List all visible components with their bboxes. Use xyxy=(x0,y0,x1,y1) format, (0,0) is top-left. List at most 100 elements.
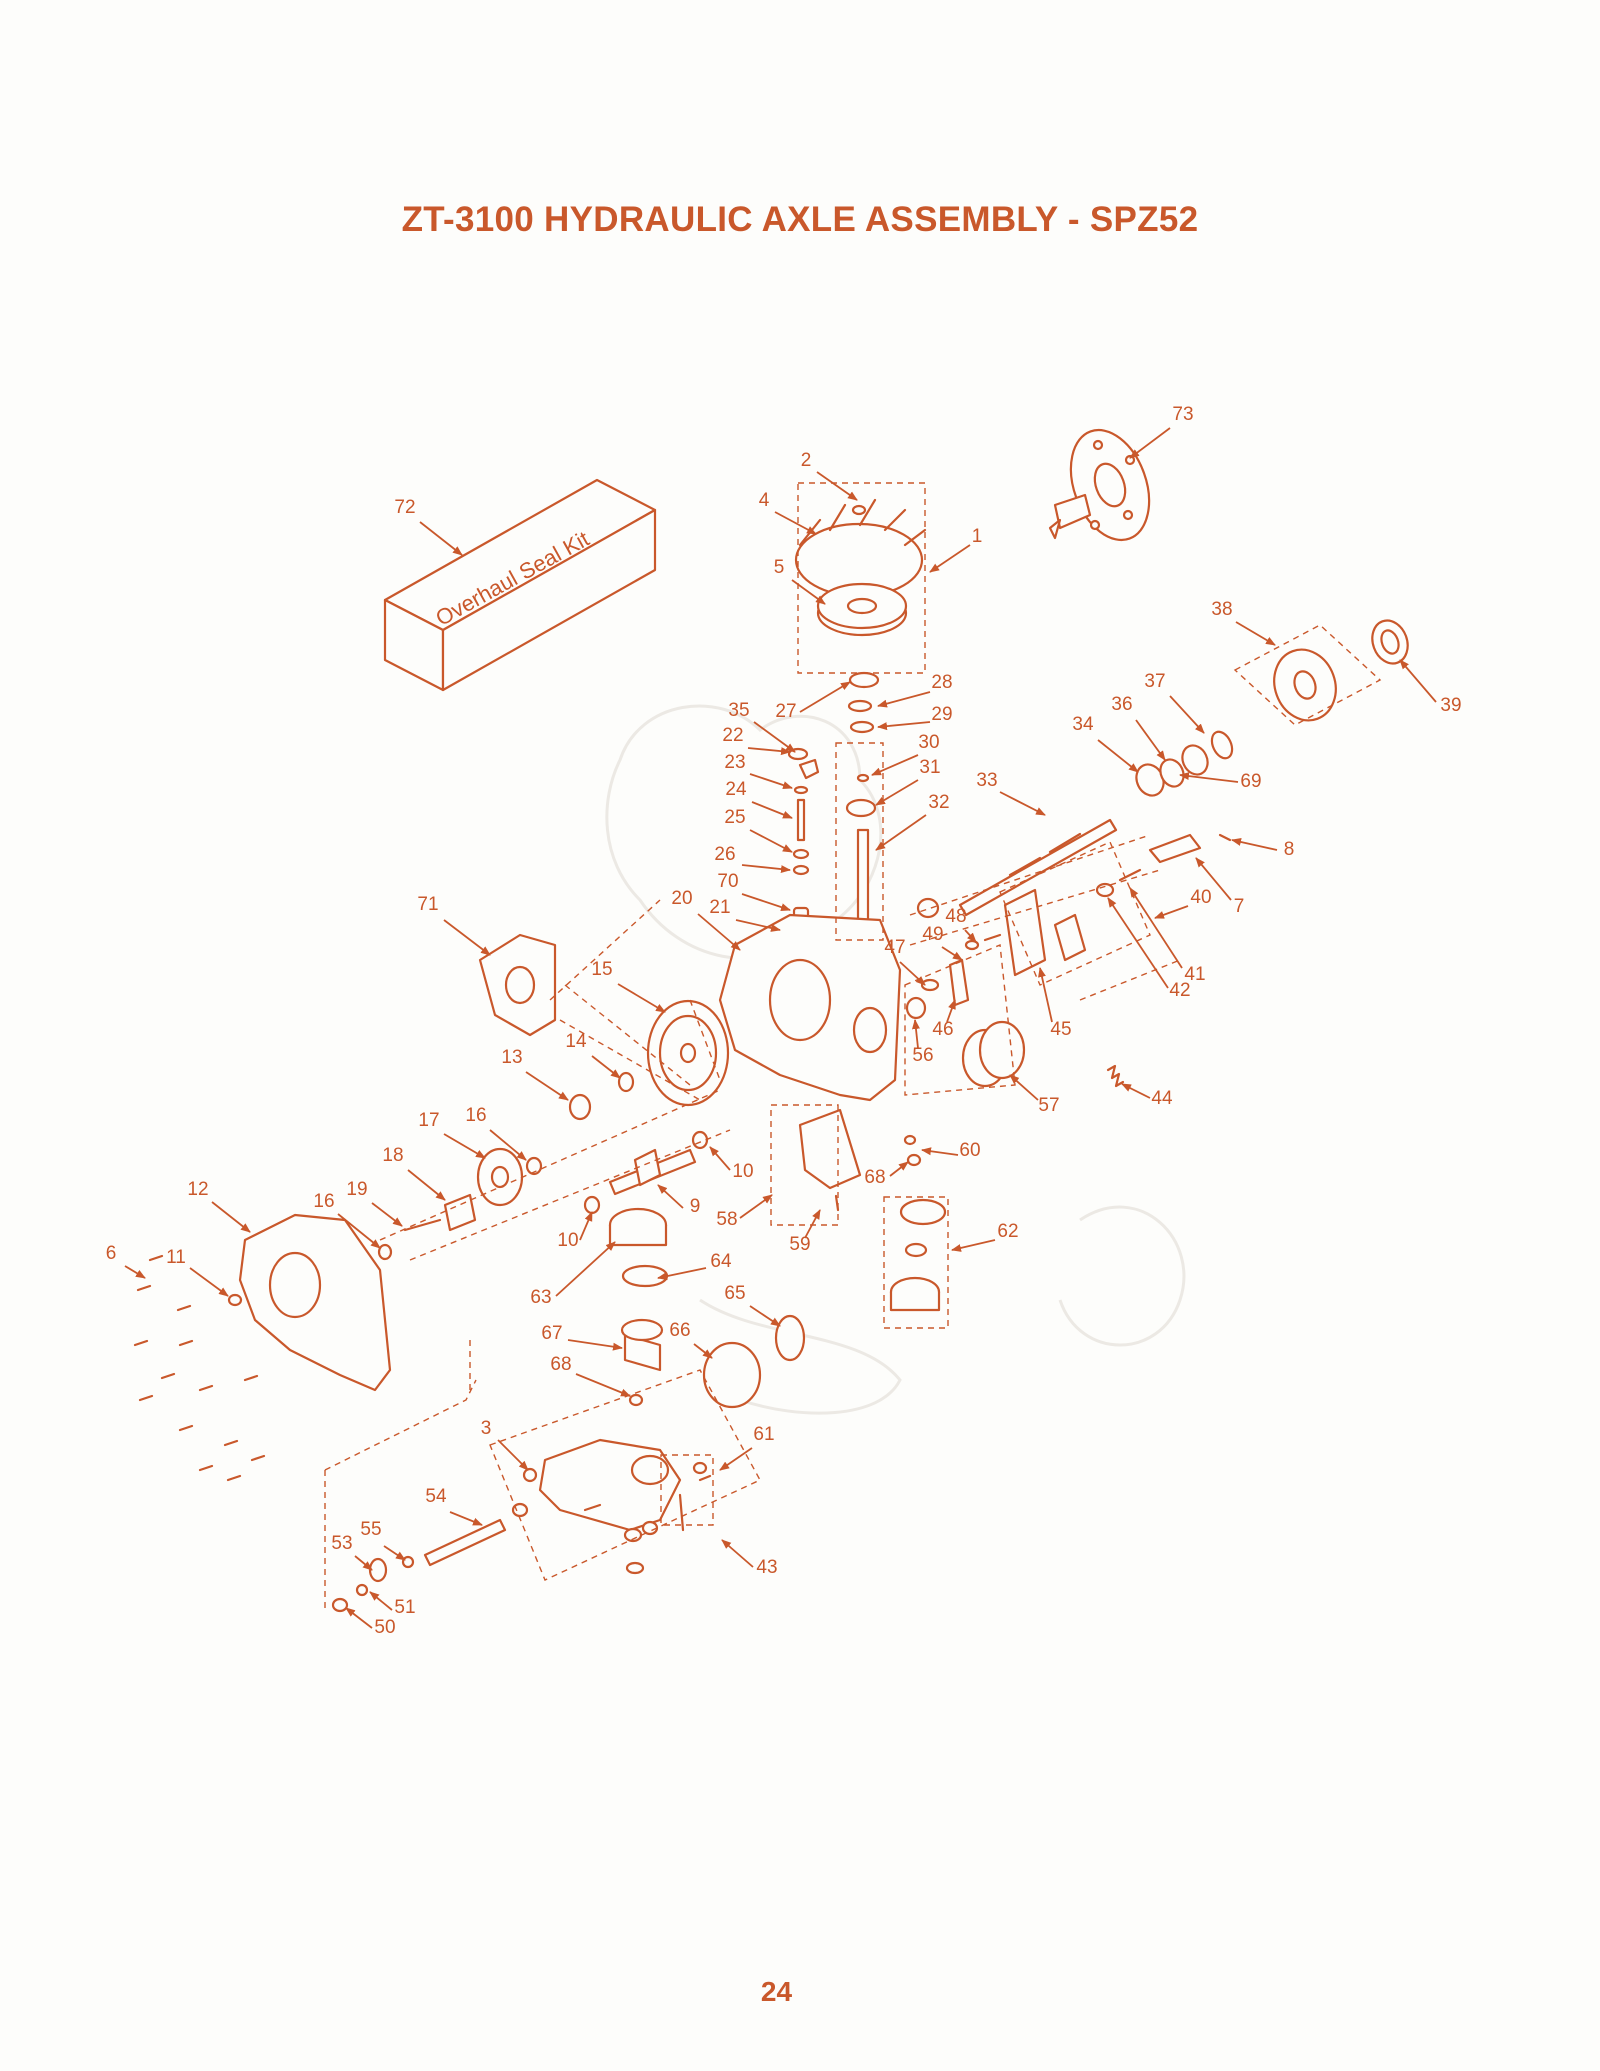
callout-number: 30 xyxy=(918,732,939,753)
callout-leader xyxy=(747,747,791,756)
callout-leader xyxy=(1129,887,1183,969)
callout-leader xyxy=(1135,719,1166,761)
callout-number: 22 xyxy=(722,725,743,746)
callout-number: 1 xyxy=(972,526,983,547)
filter xyxy=(961,1020,1026,1088)
dowel-pins xyxy=(678,1474,712,1532)
callout-number: 10 xyxy=(732,1161,753,1182)
watermark-mascot xyxy=(605,704,1186,1415)
end-cover xyxy=(238,1213,392,1392)
callout-leader xyxy=(941,946,963,961)
callout-number: 11 xyxy=(166,1247,186,1268)
callout-number: 29 xyxy=(931,704,952,725)
callout-leader xyxy=(1121,1083,1151,1099)
callout-number: 27 xyxy=(775,701,796,722)
callout-number: 68 xyxy=(864,1167,885,1188)
callout-number: 13 xyxy=(501,1047,522,1068)
callout-number: 32 xyxy=(928,792,949,813)
side-cover xyxy=(478,933,557,1037)
callout-leader xyxy=(211,1201,251,1233)
callout-number: 47 xyxy=(884,937,905,958)
callout-leader xyxy=(1154,905,1189,919)
callout-leader xyxy=(774,511,817,535)
callout-leader xyxy=(497,1439,529,1471)
bull-gear xyxy=(646,999,730,1107)
callout-number: 4 xyxy=(759,490,770,511)
callout-leader xyxy=(345,1607,373,1629)
callout-number: 58 xyxy=(716,1209,737,1230)
input-shaft xyxy=(845,773,877,932)
callout-number: 40 xyxy=(1190,887,1211,908)
callout-leader xyxy=(1195,857,1232,901)
callout-leader xyxy=(735,919,781,932)
callout-leader xyxy=(1179,772,1239,783)
callout-number: 68 xyxy=(550,1354,571,1375)
callout-number: 36 xyxy=(1111,694,1132,715)
callout-leader xyxy=(657,1267,707,1281)
callout-leader xyxy=(354,1555,373,1571)
callout-number: 61 xyxy=(753,1424,774,1445)
seal-kit-box xyxy=(383,478,657,692)
callout-leader xyxy=(407,1169,446,1201)
callout-number: 41 xyxy=(1184,964,1205,985)
callout-leader xyxy=(575,1373,631,1397)
callout-number: 12 xyxy=(187,1179,208,1200)
callout-leader xyxy=(899,961,926,986)
parts-group xyxy=(133,428,1409,1613)
callout-leader xyxy=(889,1161,909,1177)
callout-leader xyxy=(1038,967,1053,1023)
callout-number: 55 xyxy=(360,1519,381,1540)
callout-leader xyxy=(419,521,463,556)
callout-number: 26 xyxy=(714,844,735,865)
callout-number: 33 xyxy=(976,770,997,791)
callout-number: 56 xyxy=(912,1045,933,1066)
callout-leader xyxy=(964,929,977,943)
brake-bracket xyxy=(1003,888,1047,977)
brake-arm xyxy=(1148,833,1232,864)
callout-leader xyxy=(791,579,826,605)
main-housing xyxy=(718,913,902,1102)
callout-leader xyxy=(721,1539,754,1568)
callout-leader xyxy=(1231,838,1278,851)
callout-leader xyxy=(369,1591,393,1611)
callout-leader xyxy=(1169,695,1205,734)
callout-leader xyxy=(753,721,796,753)
callout-number: 34 xyxy=(1072,714,1094,735)
callout-leader xyxy=(591,1055,621,1079)
callout-number: 39 xyxy=(1440,695,1461,716)
brake-pieces xyxy=(905,933,1002,1020)
brake-linkage xyxy=(1053,868,1142,962)
callout-leader xyxy=(877,721,931,731)
callout-leader xyxy=(1097,739,1139,773)
callout-number: 46 xyxy=(932,1019,953,1040)
fill-plug xyxy=(227,1293,243,1307)
callout-number: 2 xyxy=(801,450,812,471)
callout-leader xyxy=(555,1241,616,1297)
callout-number: 7 xyxy=(1234,896,1245,917)
callout-leader xyxy=(751,801,793,819)
callout-number: 19 xyxy=(346,1179,367,1200)
filter-cage xyxy=(798,1108,862,1212)
callout-number: 16 xyxy=(313,1191,334,1212)
callout-leader xyxy=(999,791,1046,816)
callout-number: 6 xyxy=(106,1243,117,1264)
callout-number: 70 xyxy=(717,871,738,892)
callout-number: 38 xyxy=(1211,599,1232,620)
center-section xyxy=(522,1438,708,1575)
spring xyxy=(1106,1064,1125,1088)
callout-leader xyxy=(921,1147,959,1156)
pulley xyxy=(816,582,908,637)
callout-number: 15 xyxy=(591,959,612,980)
callout-number: 28 xyxy=(931,672,952,693)
axle-flange xyxy=(1048,428,1151,542)
callout-number: 50 xyxy=(374,1617,395,1638)
callout-leaders xyxy=(124,427,1437,1629)
page-number: 24 xyxy=(760,1976,793,2007)
callout-number: 10 xyxy=(557,1230,578,1251)
callout-leader xyxy=(709,1146,731,1171)
callout-number: 71 xyxy=(417,894,438,915)
callout-leader xyxy=(189,1267,229,1297)
callout-number: 73 xyxy=(1172,404,1193,425)
callout-number: 20 xyxy=(671,888,692,909)
